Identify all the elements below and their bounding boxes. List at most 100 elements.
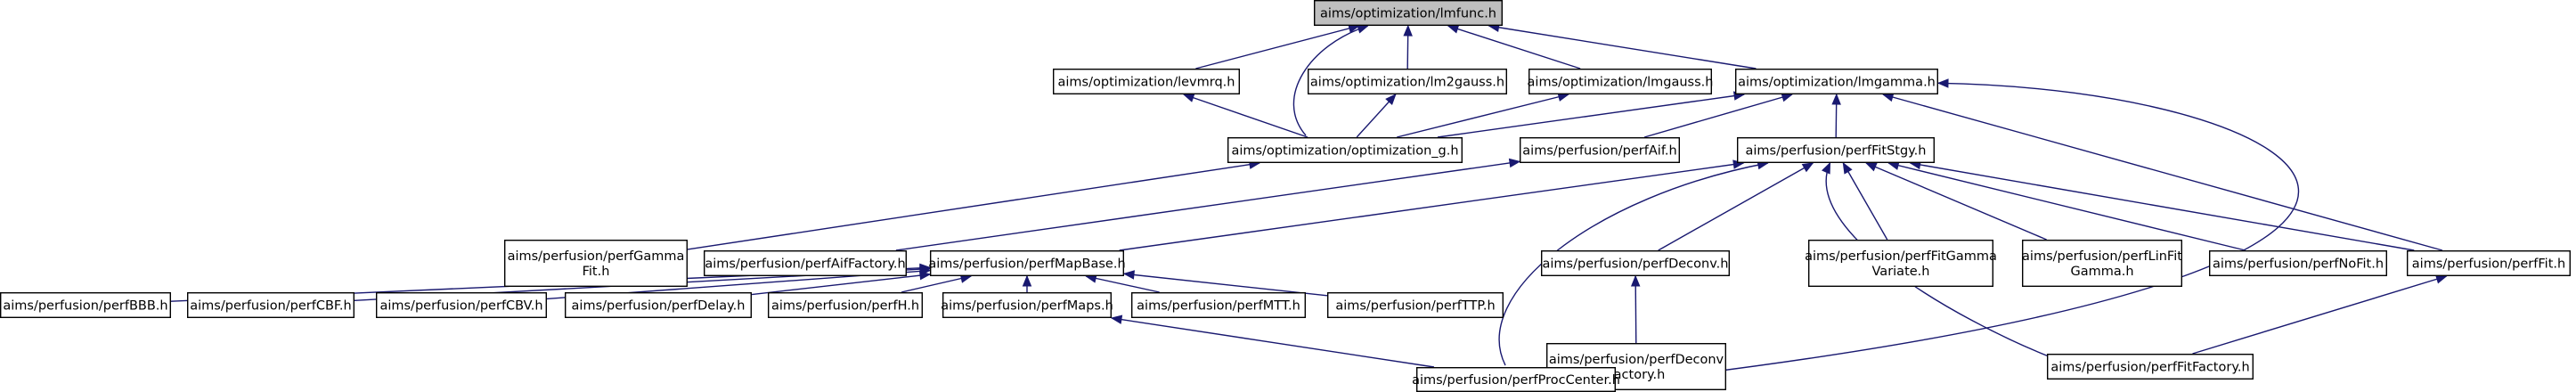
node-perffitstgy[interactable]: aims/perfusion/perfFitStgy.h — [1736, 136, 1935, 163]
node-perfcbf[interactable]: aims/perfusion/perfCBF.h — [186, 292, 355, 319]
node-label: aims/perfusion/perfMTT.h — [1137, 299, 1300, 314]
node-label: aims/optimization/lmgauss.h — [1528, 76, 1714, 90]
node-label: aims/perfusion/perfFit.h — [2412, 257, 2565, 272]
edge-perfdeconvfactory-to-perfdeconv — [1630, 274, 1641, 344]
node-label: aims/perfusion/perfFitStgy.h — [1746, 144, 1927, 159]
edge-perfmaps-to-perfmapbase — [1022, 274, 1032, 292]
arrow-head-icon — [918, 270, 932, 281]
node-box — [2021, 240, 2182, 288]
node-label: aims/perfusion/perfTTP.h — [1335, 299, 1495, 314]
edge-lmgamma-to-lmfunc — [1488, 22, 1757, 69]
node-perfdelay[interactable]: aims/perfusion/perfDelay.h — [565, 292, 753, 319]
arrow-head-icon — [1781, 93, 1794, 102]
node-box — [504, 240, 689, 288]
edge-perffit-to-perffitstgy — [1909, 159, 2415, 251]
node-label: aims/optimization/optimization_g.h — [1231, 144, 1458, 159]
edge-line — [1447, 25, 1581, 69]
node-optg[interactable]: aims/optimization/optimization_g.h — [1227, 136, 1463, 163]
edge-line — [1292, 25, 1368, 136]
node-label: aims/optimization/lmfunc.h — [1320, 7, 1496, 21]
node-box — [1326, 292, 1504, 319]
node-box — [2208, 250, 2387, 277]
edge-optg-to-lmgamma — [1437, 91, 1746, 138]
node-label: aims/optimization/lmgamma.h — [1738, 76, 1936, 90]
node-box — [704, 250, 908, 277]
arrow-head-icon — [1864, 162, 1878, 172]
node-box — [565, 292, 753, 319]
arrow-head-icon — [1630, 274, 1641, 287]
node-box — [1528, 68, 1712, 94]
node-perfaiffactory[interactable]: aims/perfusion/perfAifFactory.h — [704, 250, 908, 277]
node-box — [768, 292, 924, 319]
edge-line — [895, 160, 1520, 251]
edge-line — [1643, 94, 1793, 138]
node-perffitfactory[interactable]: aims/perfusion/perfFitFactory.h — [2046, 354, 2254, 380]
node-perfaif[interactable]: aims/perfusion/perfAif.h — [1519, 136, 1680, 163]
node-lmfunc: aims/optimization/lmfunc.h — [1313, 0, 1503, 27]
node-perffit[interactable]: aims/perfusion/perfFit.h — [2406, 250, 2571, 277]
edge-line — [2192, 275, 2447, 355]
node-perfcbv[interactable]: aims/perfusion/perfCBV.h — [376, 292, 548, 319]
node-box — [1052, 68, 1240, 94]
node-label: aims/perfusion/perfMapBase.h — [928, 257, 1125, 272]
edge-line — [901, 275, 972, 293]
edge-line — [1634, 275, 1637, 344]
node-box — [1807, 240, 1993, 288]
node-levmrq[interactable]: aims/optimization/levmrq.h — [1052, 68, 1240, 94]
node-lmgamma[interactable]: aims/optimization/lmgamma.h — [1734, 68, 1938, 94]
node-label: aims/perfusion/perfFitFactory.h — [2050, 361, 2249, 375]
edge-line — [1123, 273, 1328, 297]
node-box — [2406, 250, 2571, 277]
node-perfmapbase[interactable]: aims/perfusion/perfMapBase.h — [928, 250, 1126, 277]
edge-line — [1658, 162, 1814, 251]
edge-perfaif-to-lmgamma — [1643, 93, 1794, 138]
node-label: aims/optimization/levmrq.h — [1058, 76, 1235, 90]
node-label: aims/perfusion/perfAif.h — [1522, 144, 1676, 159]
node-perfproccenter[interactable]: aims/perfusion/perfProcCenter.h — [1412, 367, 1620, 392]
node-perfmaps[interactable]: aims/perfusion/perfMaps.h — [941, 292, 1113, 319]
edge-line — [1618, 82, 2299, 384]
edge-lm2gauss-to-lmfunc — [1403, 24, 1413, 69]
edge-perfdeconv-to-perffitstgy — [1658, 162, 1814, 251]
node-perfh[interactable]: aims/perfusion/perfH.h — [768, 292, 924, 319]
edge-line — [1488, 25, 1757, 69]
edge-perflinfitgamma-to-perffitstgy — [1864, 162, 2047, 241]
node-label: aims/perfusion/perfAifFactory.h — [705, 257, 905, 272]
edge-line — [1498, 162, 1768, 366]
edge-optg-to-levmrq — [1182, 93, 1308, 138]
node-perfttp[interactable]: aims/perfusion/perfTTP.h — [1326, 292, 1504, 319]
edge-optg-to-lm2gauss — [1356, 94, 1397, 138]
edge-perfproccenter-to-lmgamma — [1618, 78, 2299, 384]
edge-line — [751, 274, 931, 296]
edge-perfh-to-perfmapbase — [901, 274, 973, 293]
edge-line — [1183, 94, 1308, 138]
arrow-head-icon — [1182, 93, 1195, 102]
node-perfnofit[interactable]: aims/perfusion/perfNoFit.h — [2208, 250, 2387, 277]
node-lm2gauss[interactable]: aims/optimization/lm2gauss.h — [1307, 68, 1507, 94]
edge-perfproccenter-to-perfmaps — [1110, 314, 1435, 368]
edge-perfdelay-to-perfmapbase — [751, 270, 932, 296]
node-label: aims/perfusion/perfFitGamma — [1805, 249, 1997, 264]
edge-perfnofit-to-perffitstgy — [1887, 160, 2246, 251]
node-box — [376, 292, 548, 319]
node-perfbbb[interactable]: aims/perfusion/perfBBB.h — [0, 292, 172, 319]
arrow-head-icon — [1357, 24, 1369, 34]
node-lmgauss[interactable]: aims/optimization/lmgauss.h — [1528, 68, 1714, 94]
node-perfdeconv[interactable]: aims/perfusion/perfDeconv.h — [1540, 250, 1730, 277]
arrow-head-icon — [1122, 270, 1135, 280]
node-box — [1313, 0, 1503, 27]
edge-line — [1195, 25, 1359, 69]
arrow-head-icon — [1822, 161, 1831, 175]
edge-perffit-to-lmgamma — [1881, 93, 2443, 251]
edge-line — [1119, 162, 1744, 251]
edge-perffitstgy-to-lmgamma — [1831, 93, 1841, 138]
node-perfmtt[interactable]: aims/perfusion/perfMTT.h — [1130, 292, 1306, 319]
edge-line — [1888, 162, 2246, 251]
edge-line — [1397, 94, 1569, 138]
arrow-head-icon — [1110, 314, 1123, 324]
node-box — [1307, 68, 1507, 94]
